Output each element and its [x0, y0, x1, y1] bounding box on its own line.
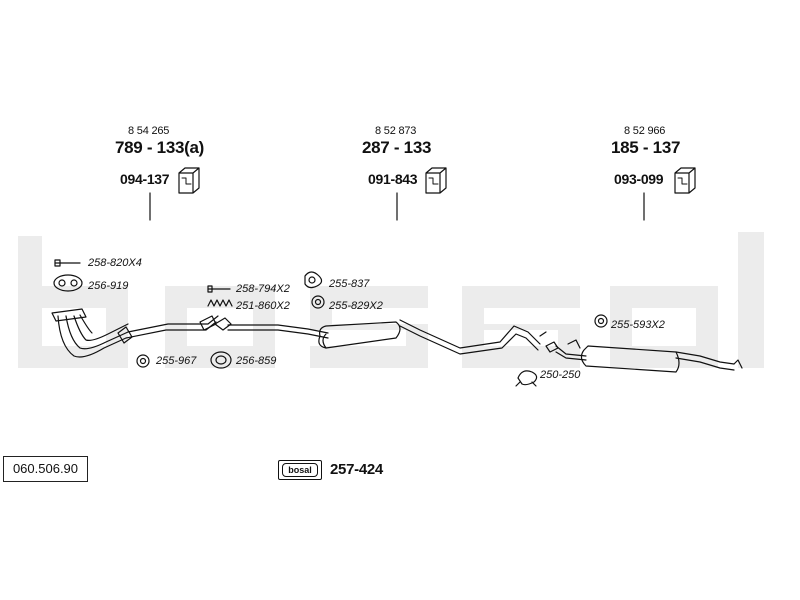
label-ring-rear[interactable]: 255-593X2	[611, 319, 665, 331]
center-silencer-part	[214, 317, 547, 355]
ring-icon	[311, 295, 325, 309]
mounting-kit-icon	[425, 167, 447, 194]
part-number-2[interactable]: 287 - 133	[362, 138, 432, 157]
ring-icon	[136, 354, 150, 368]
label-bolt-mid[interactable]: 258-794X2	[236, 283, 290, 295]
mount-number-2[interactable]: 091-843	[368, 171, 418, 187]
spring-icon	[207, 299, 233, 307]
part-number-3[interactable]: 185 - 137	[611, 138, 681, 157]
oe-number-3: 8 52 966	[624, 125, 666, 137]
label-ring-front[interactable]: 255-967	[156, 355, 197, 367]
mounting-kit-icon	[674, 167, 696, 194]
catalog-number-box: 060.506.90	[3, 456, 88, 482]
gasket-icon	[53, 274, 83, 292]
bolt-icon	[207, 285, 231, 293]
label-clamp-rear[interactable]: 250-250	[540, 369, 581, 381]
label-clamp-mid[interactable]: 255-837	[329, 278, 370, 290]
ring-icon	[594, 314, 608, 328]
clamp-icon	[515, 370, 538, 387]
mounting-kit-icon	[178, 167, 200, 194]
label-gasket-front[interactable]: 256-919	[88, 280, 129, 292]
label-gasket-mid[interactable]: 256-859	[236, 355, 277, 367]
oe-number-1: 8 54 265	[128, 125, 170, 137]
label-bolt-front[interactable]: 258-820X4	[88, 257, 142, 269]
bosal-badge: bosal	[278, 460, 322, 480]
part-number-1[interactable]: 789 - 133(a)	[115, 138, 205, 157]
bolt-icon	[54, 259, 81, 267]
main-part-number[interactable]: 257-424	[330, 461, 383, 478]
label-ring-mid[interactable]: 255-829X2	[329, 300, 383, 312]
oe-number-2: 8 52 873	[375, 125, 417, 137]
mount-number-1[interactable]: 094-137	[120, 171, 170, 187]
mount-number-3[interactable]: 093-099	[614, 171, 664, 187]
rear-silencer-part	[545, 339, 743, 373]
front-pipe-part	[51, 308, 219, 358]
label-spring-mid[interactable]: 251-860X2	[236, 300, 290, 312]
clamp-icon	[304, 271, 323, 289]
gasket-ring-icon	[210, 351, 232, 369]
